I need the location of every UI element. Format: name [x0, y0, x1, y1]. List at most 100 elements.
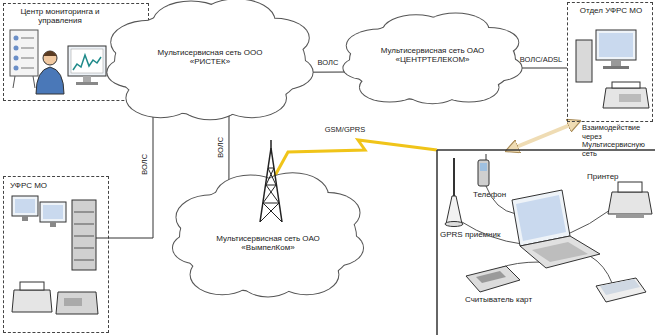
- cloud-outline: [107, 0, 312, 119]
- status-board: [13, 76, 15, 88]
- printer: [12, 282, 52, 312]
- node-label: Мультисервисная сеть ОАО «ВымпелКом»: [216, 234, 320, 252]
- mobile-workstation-area: ПринтерТелефонGPRS приемникСчитыватель к…: [437, 150, 655, 335]
- fax-machine: [612, 82, 640, 88]
- printer: [12, 290, 52, 312]
- cloud-outline: [173, 233, 222, 264]
- mobile-phone: [478, 154, 489, 186]
- office-box: УФРС МО: [3, 176, 109, 333]
- interaction-arrow: [509, 122, 577, 150]
- device-cable: [500, 262, 540, 268]
- card-reader: [476, 271, 506, 283]
- cloud-outline: [343, 14, 521, 104]
- fiber-adsl-link: [515, 68, 567, 69]
- printer: [20, 282, 44, 290]
- connector-label: ВОЛС/ADSL: [516, 56, 566, 65]
- status-board: [14, 46, 19, 51]
- fiber-link: [109, 115, 153, 238]
- monitor: [68, 46, 106, 76]
- node-label: УФРС МО: [10, 181, 80, 190]
- workstation: [596, 30, 636, 60]
- cell-tower: [270, 140, 272, 148]
- mobile-phone: [480, 163, 487, 171]
- cloud-outline: [173, 233, 222, 264]
- card-reader: [466, 266, 520, 292]
- cloud-outline: [173, 173, 363, 296]
- fax-machine: [603, 88, 649, 108]
- device-cable: [568, 210, 610, 234]
- cell-tower: [271, 148, 282, 222]
- status-board: [10, 30, 38, 76]
- cloud-outline: [296, 193, 359, 233]
- operator-figure: [43, 51, 57, 65]
- status-board: [21, 38, 34, 39]
- cloud-outline: [343, 57, 389, 79]
- monitor: [76, 82, 98, 85]
- status-board: [14, 66, 19, 71]
- fax-machine: [56, 292, 98, 314]
- server-rack: [74, 212, 94, 213]
- operator-figure: [36, 51, 64, 94]
- workstation: [603, 66, 629, 69]
- scanner: [596, 278, 646, 302]
- node-label: Принтер: [587, 172, 633, 181]
- monitor: [68, 46, 106, 85]
- node-label: Считыватель карт: [465, 295, 545, 304]
- status-board: [10, 30, 38, 88]
- cloud-outline: [107, 0, 312, 119]
- cloud-outline: [343, 14, 521, 104]
- connector-label: ВОЛС: [217, 130, 226, 164]
- connector-label: Взаимодействие через Мультисервисную сет…: [582, 124, 655, 159]
- printer: [616, 214, 644, 218]
- status-board: [21, 58, 34, 59]
- connector-label: ВОЛС: [141, 147, 150, 181]
- node-label: Центр мониторинга и управления: [8, 7, 112, 25]
- network-cloud: Мультисервисная сеть ОАО «ЦЕНТРТЕЛЕКОМ»: [350, 20, 515, 100]
- monitor: [12, 196, 38, 216]
- area-border: [437, 149, 655, 151]
- cloud-outline: [107, 57, 160, 87]
- laptop: [512, 190, 600, 268]
- fax-machine: [603, 82, 649, 108]
- node-label: Отдел УФРС МО: [571, 6, 651, 15]
- cable: [96, 238, 109, 239]
- monitor: [43, 205, 63, 219]
- operator-figure: [43, 51, 57, 56]
- server-rack: [72, 200, 96, 270]
- monitor: [71, 49, 103, 73]
- fax-machine: [56, 292, 98, 314]
- connector-label: GSM/GPRS: [318, 126, 372, 135]
- cloud-outline: [107, 57, 160, 87]
- monitor: [83, 76, 91, 82]
- status-board: [21, 68, 34, 69]
- printer: [608, 192, 652, 214]
- node-label: Мультисервисная сеть ООО «РИСТЕК»: [155, 48, 265, 66]
- status-board: [33, 76, 35, 88]
- node-label: Телефон: [473, 190, 523, 199]
- monitor: [40, 202, 66, 222]
- server-rack: [72, 200, 96, 270]
- monitor: [50, 222, 56, 227]
- server-rack: [74, 236, 94, 237]
- node-label: GPRS приемник: [440, 230, 510, 239]
- fax-machine: [619, 94, 641, 102]
- gprs-receiver: [446, 196, 462, 224]
- server-rack: [74, 224, 94, 225]
- cloud-outline: [296, 193, 359, 233]
- scanner: [600, 279, 640, 295]
- workstation: [576, 30, 636, 82]
- gprs-receiver: [453, 158, 455, 200]
- printer: [608, 182, 652, 218]
- monitor: [40, 202, 66, 227]
- gprs-receiver: [445, 158, 463, 227]
- cell-tower: [260, 168, 282, 222]
- card-reader: [466, 266, 520, 292]
- gprs-receiver: [445, 222, 463, 227]
- device-cable: [462, 222, 522, 244]
- monitor: [15, 199, 35, 213]
- workstation: [576, 40, 592, 82]
- status-board: [14, 36, 19, 41]
- cloud-outline: [343, 57, 389, 79]
